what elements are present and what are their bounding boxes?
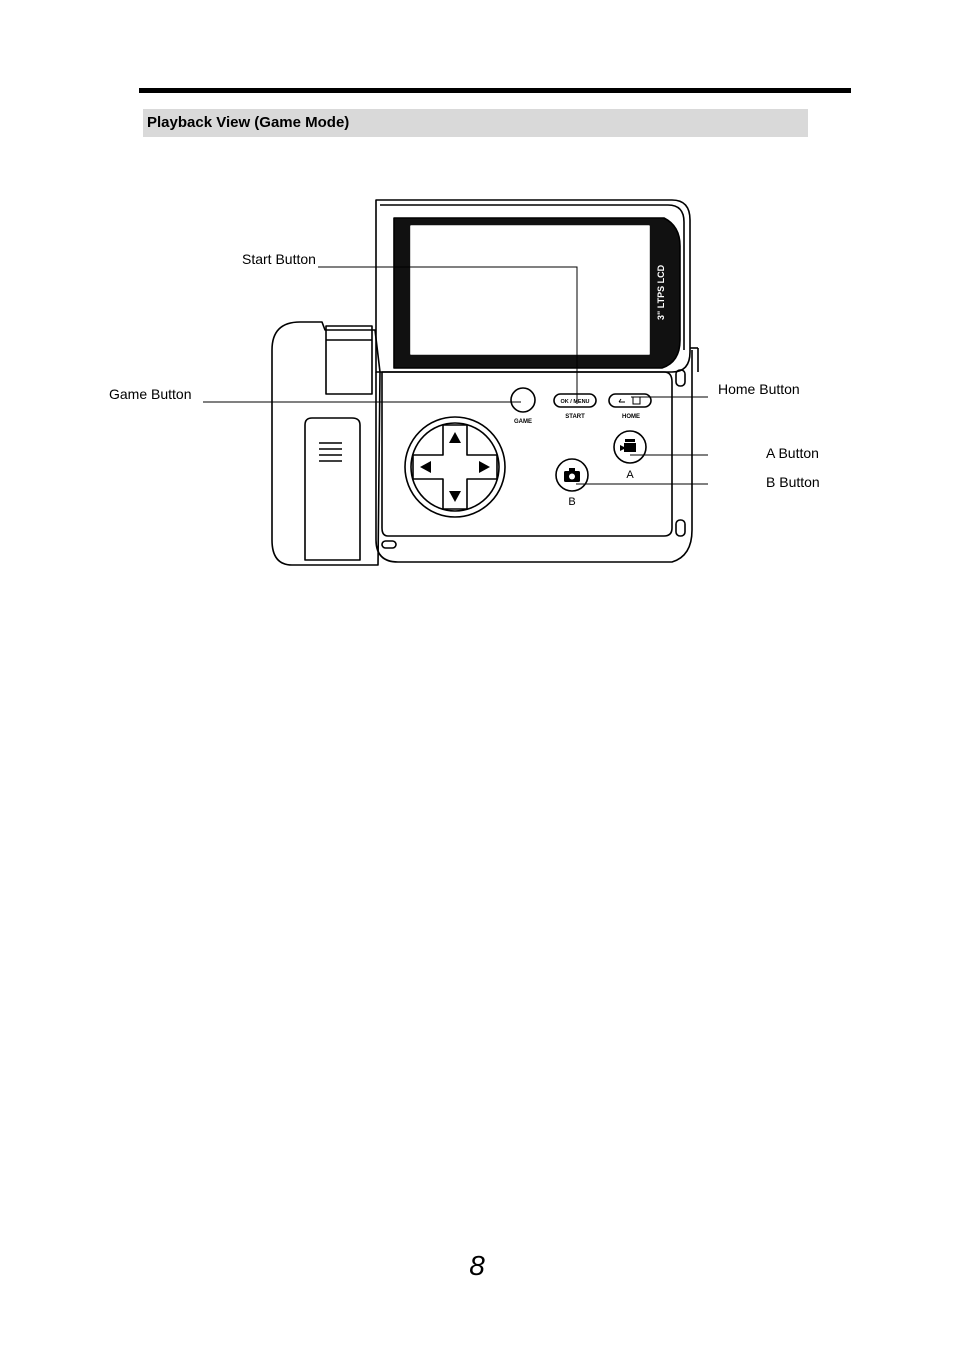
down-arrow-icon (449, 491, 461, 502)
dpad-cross (412, 424, 498, 510)
control-panel (381, 371, 673, 537)
start-leader (318, 266, 578, 404)
game-button-callout: Game Button (109, 386, 192, 402)
camcorder-diagram: 3" LTPS LCD GAME OK / MENU START HOME A … (203, 199, 708, 566)
section-title: Playback View (Game Mode) (143, 109, 808, 137)
lcd-screen (410, 225, 650, 355)
b-button (555, 458, 589, 492)
photo-camera-icon (564, 468, 580, 482)
grip-top-block (325, 325, 373, 395)
lcd-label: 3" LTPS LCD (656, 264, 666, 320)
b-label: B (568, 496, 575, 508)
right-arrow-icon (479, 461, 490, 473)
grip-vents (319, 442, 342, 462)
b-button-callout: B Button (766, 474, 820, 490)
game-button (510, 387, 536, 413)
up-arrow-icon (449, 432, 461, 443)
grip-body (271, 321, 381, 566)
page-number: 8 (469, 1250, 485, 1281)
video-camera-icon (620, 439, 636, 452)
start-button-callout: Start Button (242, 251, 316, 267)
home-button-callout: Home Button (718, 381, 800, 397)
dpad-ring (404, 416, 506, 518)
ok-menu-label: OK / MENU (560, 399, 589, 405)
top-rule (139, 88, 851, 93)
a-label: A (626, 469, 634, 481)
home-icons (618, 396, 641, 405)
start-button (553, 393, 597, 408)
a-button (613, 430, 647, 464)
game-label: GAME (514, 419, 532, 425)
left-arrow-icon (420, 461, 431, 473)
grip-strap (304, 417, 361, 561)
home-label: HOME (622, 414, 640, 420)
a-button-callout: A Button (766, 445, 819, 461)
home-button (608, 393, 652, 408)
start-label: START (565, 414, 585, 420)
dpad-arrows (420, 432, 490, 502)
